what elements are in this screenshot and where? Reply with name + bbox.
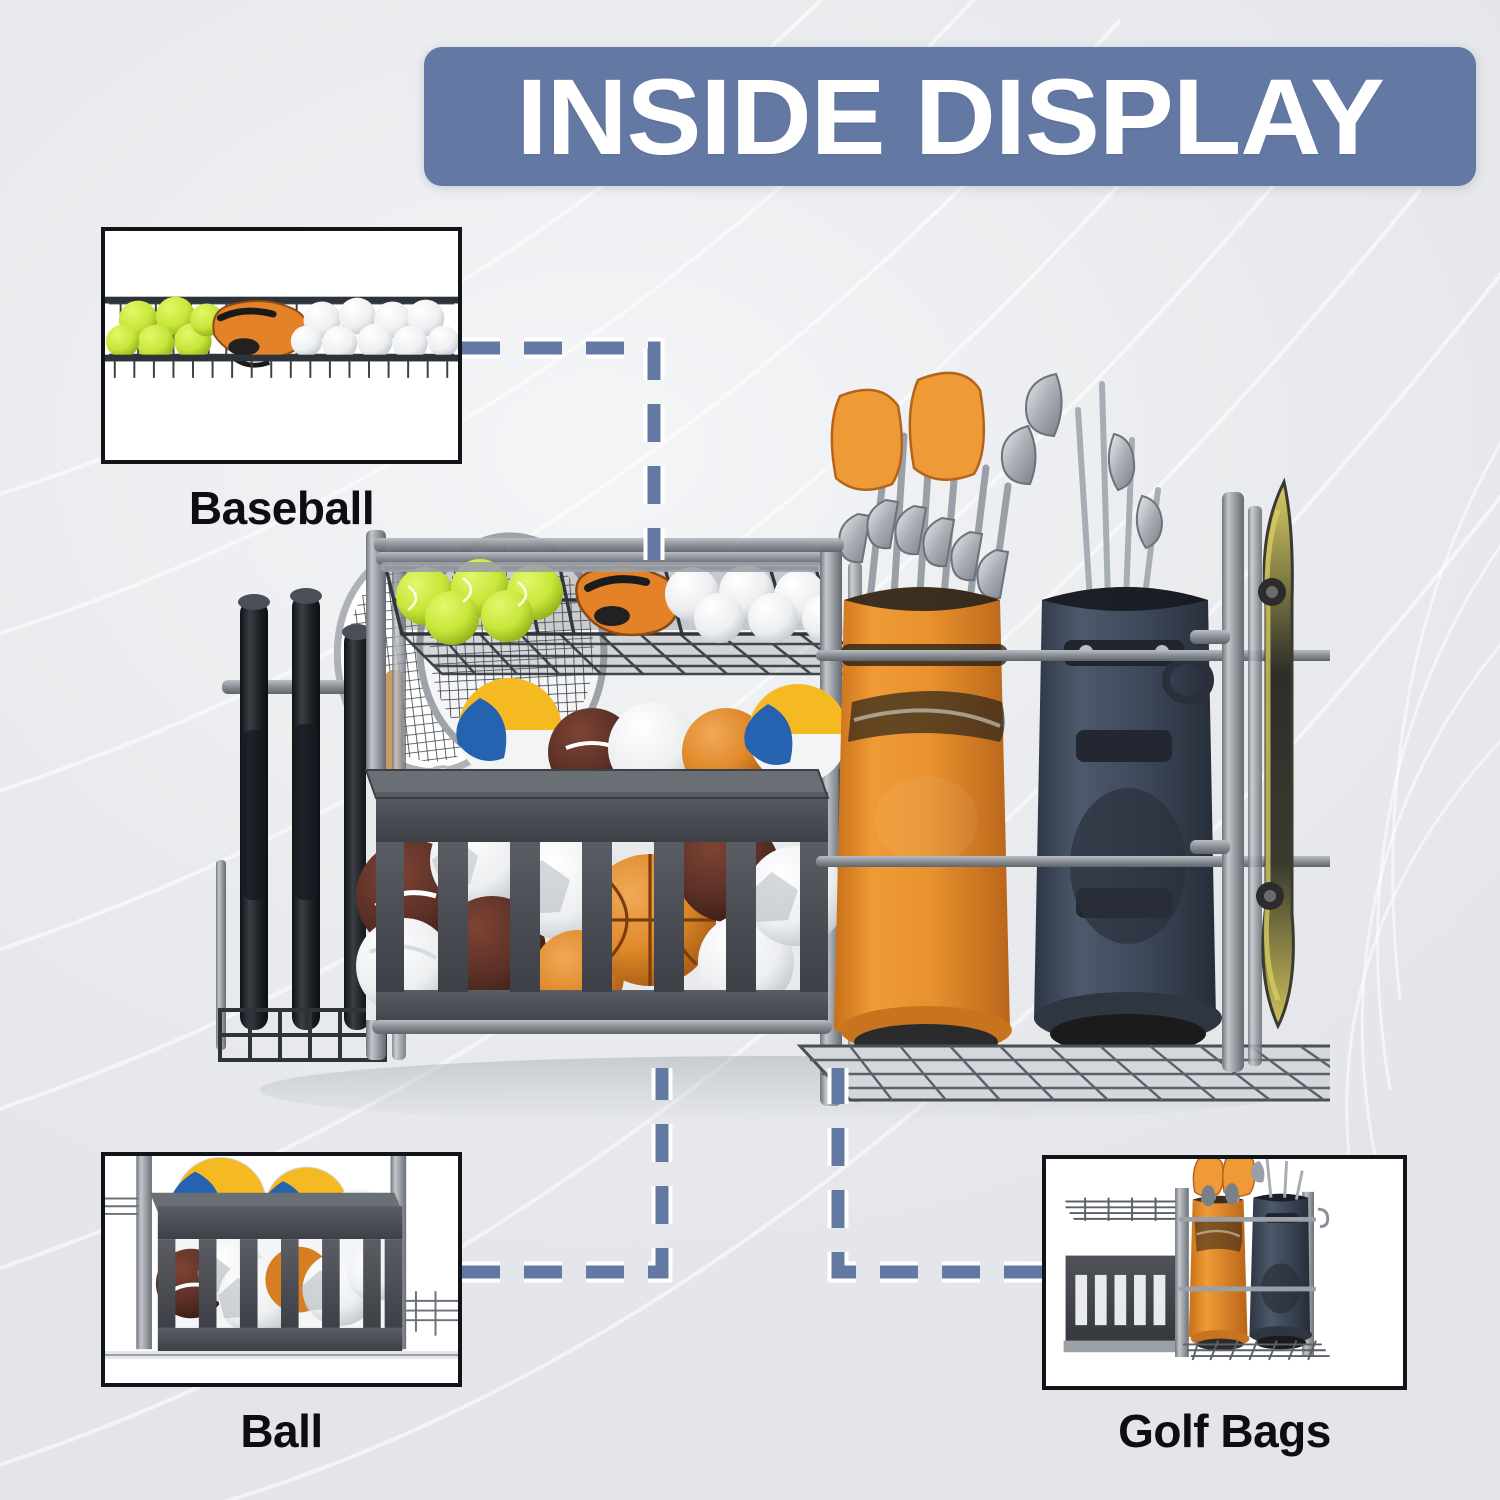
inset-ball-label: Ball bbox=[240, 1405, 323, 1457]
golf-clubs-navy-bag bbox=[1000, 372, 1164, 607]
bat-cradle bbox=[218, 1008, 387, 1062]
right-frame-and-skateboard bbox=[1190, 477, 1295, 1072]
baseball-bats bbox=[216, 588, 403, 1062]
ball-bin-front bbox=[364, 769, 832, 1034]
skateboard bbox=[1256, 477, 1295, 1030]
page-title-banner: INSIDE DISPLAY bbox=[424, 47, 1476, 186]
frame-top-beam bbox=[374, 538, 844, 552]
inset-baseball bbox=[101, 227, 462, 464]
inset-ball bbox=[101, 1152, 462, 1387]
baseballs-in-basket bbox=[665, 565, 850, 643]
orange-golf-bag bbox=[834, 587, 1012, 1060]
inset-golf-bags-label: Golf Bags bbox=[1118, 1405, 1331, 1457]
baseball-connector-line bbox=[462, 337, 665, 560]
page-title: INSIDE DISPLAY bbox=[516, 55, 1385, 177]
golf-connector-line bbox=[827, 1068, 1042, 1283]
inset-golf-bags bbox=[1042, 1155, 1407, 1390]
inset-baseball-frame bbox=[101, 227, 462, 464]
rack-ball-bin bbox=[356, 678, 848, 1034]
inset-golf-bags-frame bbox=[1042, 1155, 1407, 1390]
product-illustration bbox=[180, 300, 1416, 1130]
inset-baseball-label: Baseball bbox=[188, 482, 375, 534]
inset-ball-frame bbox=[101, 1152, 462, 1387]
golf-clubs-orange-bag bbox=[830, 371, 1012, 608]
rack-top-basket bbox=[376, 552, 884, 676]
tennis-balls-in-basket bbox=[396, 559, 563, 645]
ball-connector-line bbox=[462, 1068, 673, 1283]
